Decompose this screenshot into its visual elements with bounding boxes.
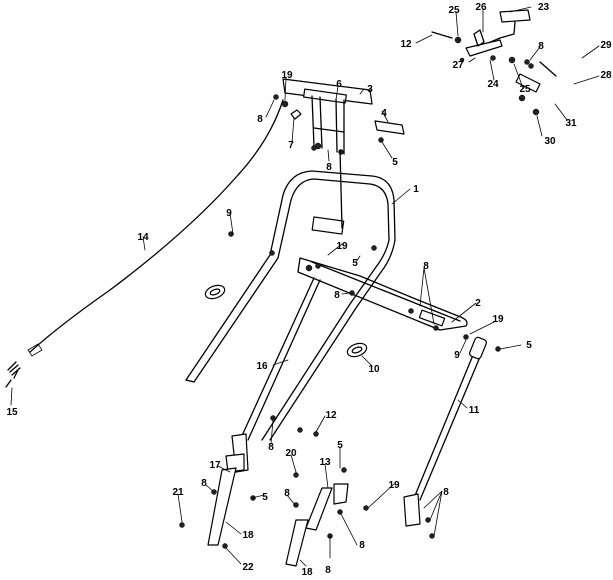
- callout-27: 27: [452, 60, 464, 71]
- callout-25: 25: [519, 84, 531, 95]
- callout-8: 8: [334, 290, 340, 301]
- callout-5: 5: [352, 258, 358, 269]
- callout-29: 29: [600, 40, 612, 51]
- callout-8: 8: [284, 488, 290, 499]
- callout-8: 8: [268, 442, 274, 453]
- callout-24: 24: [487, 79, 499, 90]
- callout-16: 16: [256, 361, 268, 372]
- callout-8: 8: [257, 114, 263, 125]
- upper-handle: [185, 170, 396, 441]
- callout-19: 19: [388, 480, 400, 491]
- callout-7: 7: [288, 140, 294, 151]
- callout-12: 12: [400, 39, 412, 50]
- callout-13: 13: [319, 457, 331, 468]
- callout-6: 6: [336, 79, 342, 90]
- control-box-assembly: [282, 78, 405, 229]
- callout-23: 23: [538, 2, 550, 13]
- leader-lines: [10, 6, 600, 567]
- callout-1: 1: [413, 184, 419, 195]
- lower-handle-bar: [297, 257, 468, 331]
- callout-3: 3: [367, 84, 373, 95]
- callout-17: 17: [209, 460, 221, 471]
- callout-26: 26: [475, 2, 487, 13]
- callout-19: 19: [281, 70, 293, 81]
- callout-14: 14: [137, 232, 149, 243]
- callout-8: 8: [359, 540, 365, 551]
- callout-2: 2: [475, 298, 481, 309]
- callout-labels: 23 26 25 12 8 29 28 27 24 25 31 30 19 6 …: [6, 2, 612, 578]
- callout-8: 8: [443, 487, 449, 498]
- callout-8: 8: [423, 261, 429, 272]
- drive-bail-assembly: [431, 9, 557, 93]
- callout-5: 5: [392, 157, 398, 168]
- callout-11: 11: [469, 405, 480, 416]
- callout-15: 15: [6, 407, 18, 418]
- callout-8: 8: [325, 565, 331, 576]
- control-cable: [5, 99, 284, 388]
- callout-19: 19: [492, 314, 504, 325]
- callout-21: 21: [172, 487, 184, 498]
- callout-5: 5: [526, 340, 532, 351]
- lower-brackets: [207, 433, 349, 567]
- callout-8: 8: [538, 41, 544, 52]
- callout-10: 10: [368, 364, 380, 375]
- callout-30: 30: [544, 136, 556, 147]
- callout-28: 28: [600, 70, 612, 81]
- callout-5: 5: [337, 440, 343, 451]
- callout-5: 5: [262, 492, 268, 503]
- callout-31: 31: [565, 118, 577, 129]
- callout-12: 12: [325, 410, 337, 421]
- callout-9: 9: [454, 350, 460, 361]
- callout-18: 18: [242, 530, 254, 541]
- cable-clips: [204, 284, 368, 358]
- callout-20: 20: [285, 448, 297, 459]
- callout-9: 9: [226, 208, 232, 219]
- callout-4: 4: [381, 108, 387, 119]
- callout-22: 22: [242, 562, 254, 573]
- callout-8: 8: [201, 478, 207, 489]
- callout-18: 18: [301, 567, 313, 578]
- callout-19: 19: [336, 241, 348, 252]
- callout-8: 8: [326, 162, 332, 173]
- handle-rods: [239, 277, 488, 527]
- hardware-fasteners: [179, 36, 540, 549]
- callout-25: 25: [448, 5, 460, 16]
